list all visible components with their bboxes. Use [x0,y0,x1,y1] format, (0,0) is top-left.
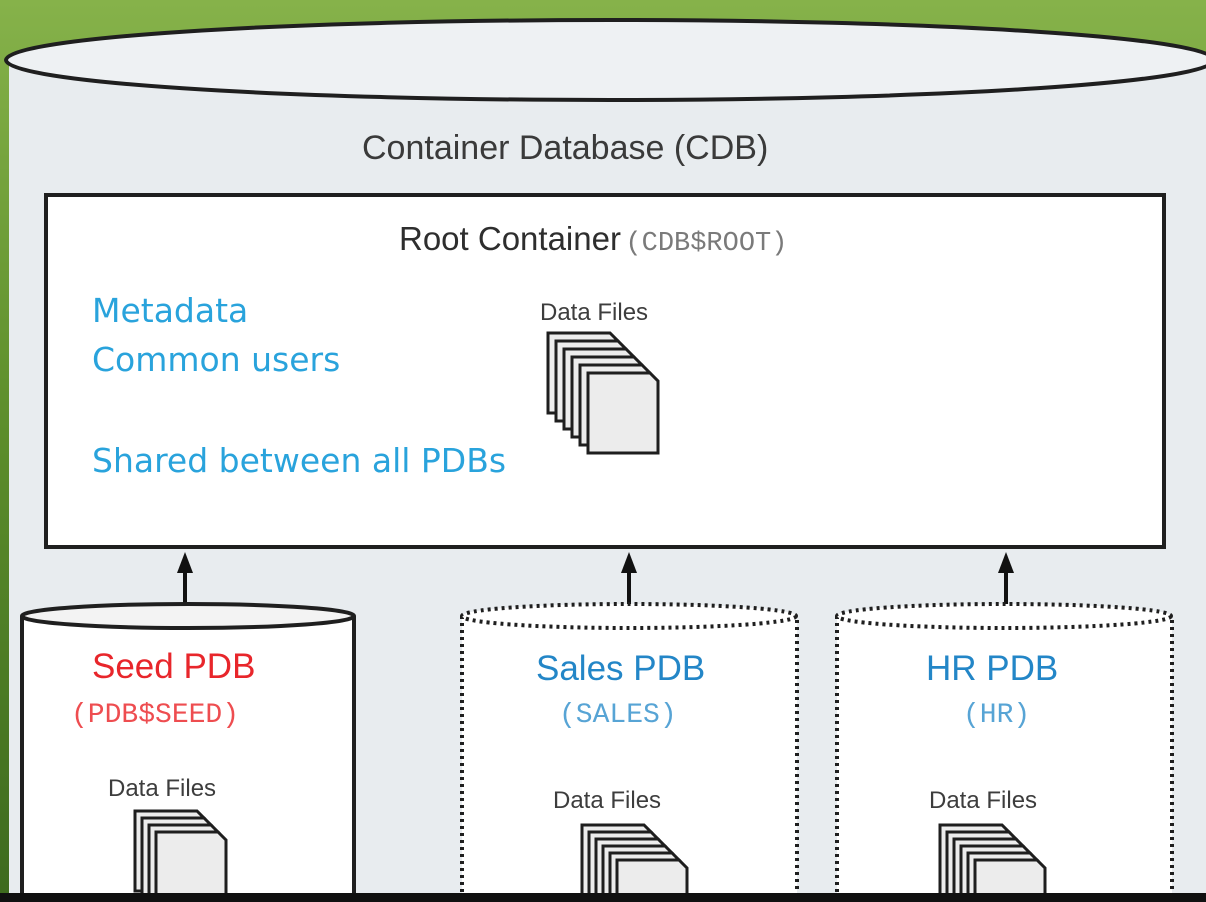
hr-pdb-cylinder [835,602,1174,902]
root-data-files-label: Data Files [540,299,649,326]
root-container-heading: Root Container (CDB$ROOT) [399,222,787,258]
root-line-metadata: Metadata [92,291,249,330]
seed-data-files-icon [133,809,228,902]
cylinder-top-icon [20,602,356,630]
seed-pdb-cylinder [20,602,356,902]
cylinder-top-icon [835,602,1173,630]
root-container-title: Root Container [399,220,621,257]
sales-pdb-cylinder [460,602,799,902]
arrow-up-icon [998,552,1014,605]
bottom-bar [0,893,1206,902]
hr-pdb-name: HR PDB [926,649,1059,688]
cylinder-top-icon [460,602,798,630]
seed-data-files-label: Data Files [108,775,217,802]
root-line-shared: Shared between all PDBs [92,441,507,480]
hr-pdb-code: (HR) [963,700,1031,731]
root-line-common-users: Common users [92,340,341,379]
cdb-cylinder-top-icon [4,18,1206,102]
seed-pdb-code: (PDB$SEED) [71,700,240,731]
arrow-up-icon [177,552,193,605]
sales-pdb-name: Sales PDB [536,649,706,688]
sales-pdb-code: (SALES) [559,700,677,731]
arrow-up-icon [621,552,637,605]
root-container-code: (CDB$ROOT) [625,229,788,259]
seed-pdb-name: Seed PDB [92,647,256,686]
cdb-title: Container Database (CDB) [362,129,769,167]
sales-data-files-label: Data Files [553,787,662,814]
hr-data-files-label: Data Files [929,787,1038,814]
